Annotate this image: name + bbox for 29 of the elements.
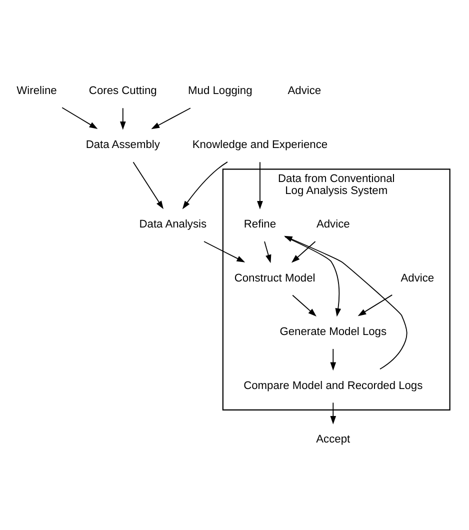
arrow [291,240,316,262]
node-text: Mud Logging [188,84,252,97]
label: Advice [288,84,322,97]
node-text: Generate Model Logs [280,326,387,338]
arrow [120,107,126,130]
arrow [292,294,316,316]
node-text: Refine [244,218,276,230]
arrow [330,348,336,370]
node-text: Advice [400,272,434,284]
node-text: Compare Model and Recorded Logs [244,379,423,392]
arrow [284,236,342,316]
node-text: Wireline [16,84,57,97]
node-text: Cores Cutting [88,84,157,97]
node-text: Data Assembly [86,138,160,150]
node-text: Advice [316,218,350,230]
arrow [62,106,98,128]
node-text: Accept [316,432,350,445]
arrow [132,161,164,209]
node-text: Data Analysis [139,218,207,230]
arrow [204,240,246,262]
arrow [358,294,393,316]
arrow [257,161,263,209]
arrow [284,235,408,370]
node-text: Construct Model [234,272,316,284]
arrow [330,402,336,424]
arrow [182,160,228,209]
arrow [264,240,272,263]
node-text: Knowledge and Experience [192,138,328,150]
arrow [151,107,191,129]
